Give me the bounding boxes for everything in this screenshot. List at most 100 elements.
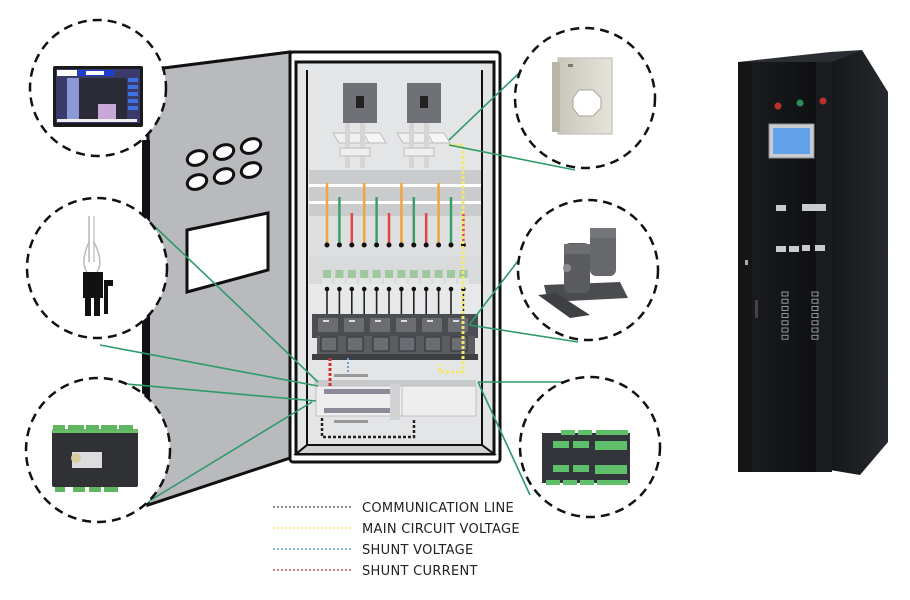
wire-terminal (398, 242, 404, 248)
rack-switch (811, 313, 819, 319)
wire-terminal (349, 242, 355, 248)
communication-trace (320, 418, 416, 439)
branch-breaker (372, 270, 381, 278)
legend-label-shunt-current: SHUNT CURRENT (362, 564, 478, 579)
rack-switch (781, 291, 789, 297)
breaker-body (421, 278, 432, 284)
callout-main-ct (513, 26, 657, 170)
rack-switch (811, 291, 819, 297)
branch-breaker (409, 270, 418, 278)
rack-switch (811, 320, 819, 326)
legend-item-main-voltage: MAIN CIRCUIT VOLTAGE (273, 522, 520, 537)
rack-switch (781, 313, 789, 319)
branch-ct-core (320, 336, 338, 352)
branch-ct-core (450, 336, 468, 352)
branch-current-transformer (538, 228, 628, 318)
cable-connector (83, 216, 113, 316)
breaker-terminal (399, 286, 404, 292)
callout-io-module (518, 375, 662, 519)
wire-terminal (336, 242, 342, 248)
branch-ct-core (346, 336, 364, 352)
branch-ct-label (427, 320, 433, 322)
breaker-body (371, 278, 382, 284)
cabinet-body (288, 50, 502, 464)
wire-terminal (361, 242, 367, 248)
breaker-terminal (386, 286, 392, 292)
branch-breaker (434, 270, 443, 278)
branch-ct-label (323, 320, 329, 322)
legend-label-communication: COMMUNICATION LINE (362, 501, 514, 516)
rack-switch (781, 327, 789, 333)
legend-item-shunt-current: SHUNT CURRENT (273, 564, 478, 579)
rack-switch (811, 334, 819, 340)
breaker-terminal (374, 286, 379, 292)
breaker-body (396, 278, 407, 284)
rack-switch (811, 327, 819, 333)
indicator-lights (774, 97, 827, 110)
hmi-screen (768, 123, 815, 159)
touch-screen-device (53, 66, 143, 127)
breaker-terminal (423, 286, 429, 292)
breaker-terminal (411, 286, 417, 292)
wire-terminal (423, 242, 429, 248)
branch-breaker (335, 270, 344, 278)
branch-wires (324, 183, 466, 248)
callout-touch-screen (28, 18, 168, 158)
product-cabinet (738, 50, 888, 475)
legend-label-main-voltage: MAIN CIRCUIT VOLTAGE (362, 522, 520, 537)
branch-ct-label (349, 320, 355, 322)
wire-terminal (386, 242, 392, 248)
rack-switch (781, 305, 789, 311)
breaker-terminal (448, 286, 454, 292)
branch-breaker (360, 270, 369, 278)
branch-ct-core (424, 336, 442, 352)
branch-ct-core (372, 336, 390, 352)
breaker-terminal (436, 286, 441, 292)
wire-terminal (448, 242, 454, 248)
breaker-body (359, 278, 370, 284)
branch-ct-label (401, 320, 407, 322)
wire-terminal (374, 242, 380, 248)
branch-breaker (422, 270, 431, 278)
rack-switch (781, 334, 789, 340)
breaker-body (322, 278, 332, 284)
branch-ct-label (453, 320, 459, 322)
breaker-terminals (324, 286, 466, 316)
legend: COMMUNICATION LINE MAIN CIRCUIT VOLTAGE … (273, 501, 520, 579)
callout-sensor-cable (25, 196, 169, 340)
breaker-body (433, 278, 444, 284)
breaker-body (384, 278, 394, 284)
rack-switch (811, 298, 819, 304)
wire-terminal (436, 242, 442, 248)
cabinet-door (142, 50, 292, 508)
breaker-terminal (337, 286, 342, 292)
rack-switch (781, 298, 789, 304)
main-current-transformer (552, 57, 613, 135)
wire-terminal (324, 242, 330, 248)
main-breaker-1 (332, 83, 387, 168)
wire-terminal (411, 242, 417, 248)
branch-ct-row (312, 314, 478, 360)
door-indicator-buttons (185, 137, 263, 191)
breaker-body (334, 278, 345, 284)
branch-meter-device (52, 425, 138, 492)
branch-ct-core (398, 336, 416, 352)
legend-label-shunt-voltage: SHUNT VOLTAGE (362, 543, 473, 558)
main-breaker-2 (396, 83, 451, 168)
breaker-body (446, 278, 456, 284)
branch-breaker (397, 270, 406, 278)
door-window (185, 211, 270, 294)
rack-switch (781, 320, 789, 326)
branch-ct-label (375, 320, 381, 322)
meter-module-rail (314, 374, 477, 423)
branch-breaker (323, 270, 331, 278)
switch-panel (776, 204, 826, 252)
legend-item-shunt-voltage: SHUNT VOLTAGE (273, 543, 473, 558)
callout-branch-meter (24, 376, 172, 524)
branch-switch-columns (781, 291, 819, 340)
branch-breaker (347, 270, 356, 278)
io-acquisition-module (542, 430, 630, 485)
rack-switch (811, 305, 819, 311)
breaker-body (346, 278, 357, 284)
